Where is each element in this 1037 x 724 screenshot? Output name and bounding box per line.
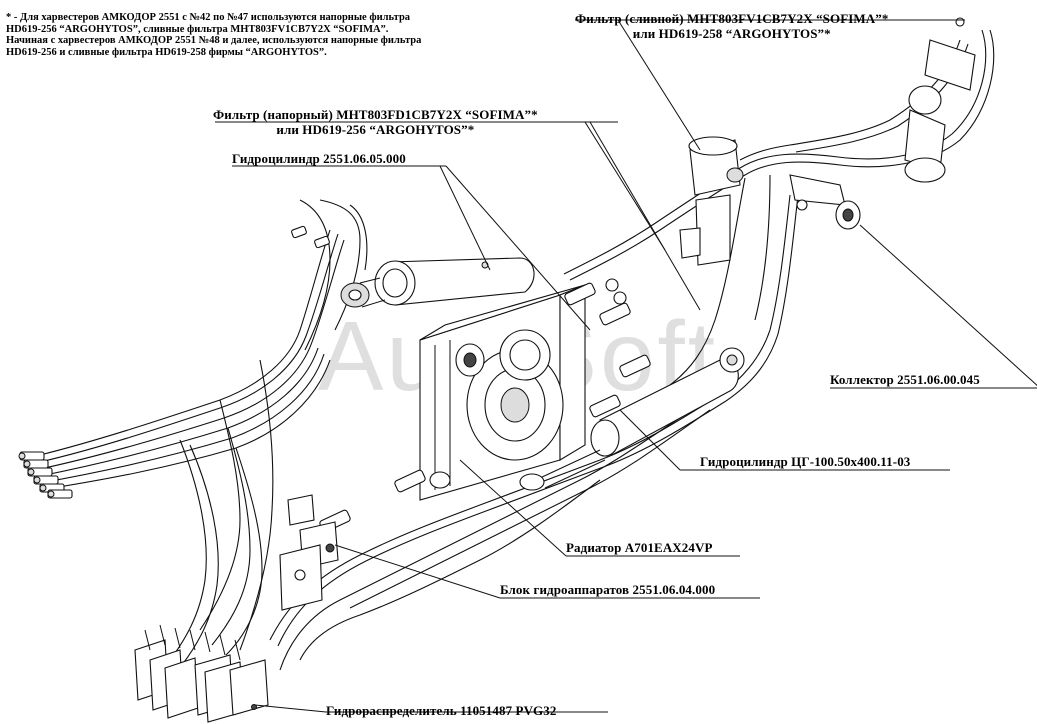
cylinder-cg-drawing	[519, 347, 745, 491]
label-cylinder-cg: Гидроцилиндр ЦГ-100.50х400.11-03	[700, 454, 911, 469]
label-pressure-filter-line2: или HD619-256 “ARGOHYTOS”*	[276, 122, 475, 137]
cylinder-main-drawing	[340, 257, 535, 308]
footnote-line: * - Для харвестеров АМКОДОР 2551 с №42 п…	[6, 12, 411, 23]
footnote-line: HD619-256 “ARGOHYTOS”, сливные фильтра M…	[6, 23, 389, 35]
label-drain-filter-line1: Фильтр (сливной) MHT803FV1CB7Y2X “SOFIMA…	[575, 11, 889, 26]
label-drain-filter: Фильтр (сливной) MHT803FV1CB7Y2X “SOFIMA…	[575, 11, 888, 41]
hose-bundle-top	[563, 29, 996, 402]
footnote-block: * - Для харвестеров АМКОДОР 2551 с №42 п…	[6, 12, 566, 58]
label-valve-block: Блок гидроаппаратов 2551.06.04.000	[500, 582, 716, 597]
manifold-drawing	[789, 174, 861, 230]
distributor-drawing	[134, 624, 269, 723]
hose-bundle-bottom	[269, 394, 727, 671]
valve-block-drawing	[279, 494, 339, 611]
label-manifold: Коллектор 2551.06.00.045	[830, 372, 980, 387]
hose-end-fittings	[18, 225, 330, 499]
label-cylinder-main: Гидроцилиндр 2551.06.05.000	[232, 151, 406, 166]
label-pressure-filter: Фильтр (напорный) MHT803FD1CB7Y2X “SOFIM…	[213, 107, 538, 137]
label-pressure-filter-line1: Фильтр (напорный) MHT803FD1CB7Y2X “SOFIM…	[213, 107, 538, 122]
label-drain-filter-line2: или HD619-258 “ARGOHYTOS”*	[632, 26, 831, 41]
filter-top-right-drawing	[904, 17, 976, 183]
hose-fan-left	[39, 199, 368, 666]
leader-lines	[215, 19, 1037, 713]
label-radiator: Радиатор А701ЕАХ24VP	[566, 540, 713, 555]
radiator-drawing	[419, 284, 586, 501]
label-distributor: Гидрораспределитель 11051487 PVG32	[326, 703, 557, 718]
filter-drain-drawing	[679, 136, 744, 266]
footnote-line: Начиная с харвестеров АМКОДОР 2551 №48 и…	[6, 35, 422, 46]
footnote-line: HD619-256 и сливные фильтра HD619-258 фи…	[6, 46, 327, 58]
